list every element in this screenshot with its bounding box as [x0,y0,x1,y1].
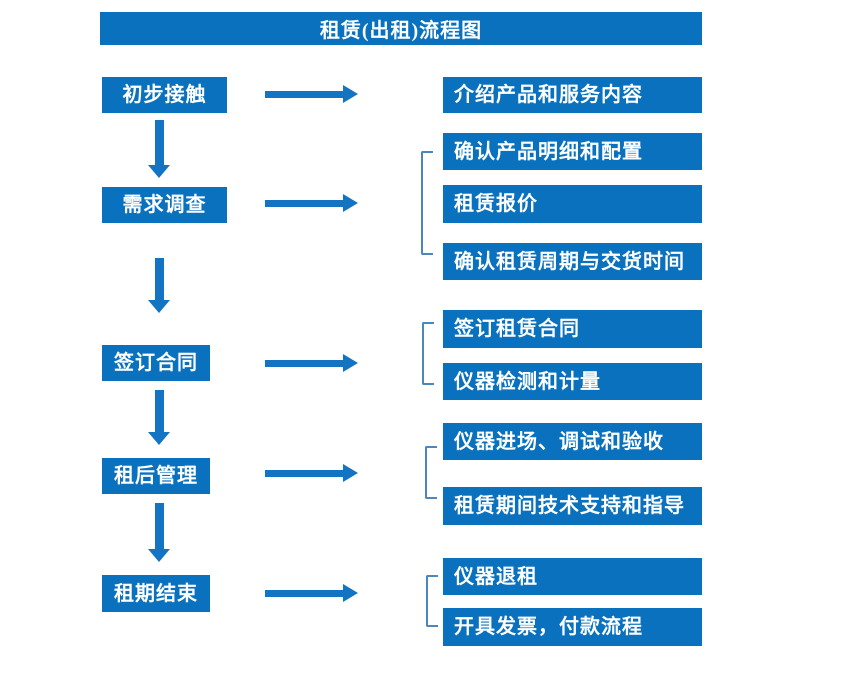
flow-detail-rental-quotation: 租赁报价 [443,185,702,223]
flow-detail-technical-support-guidance: 租赁期间技术支持和指导 [443,487,702,525]
group-bracket-rental-end [426,575,438,627]
flow-detail-introduce-products-services: 介绍产品和服务内容 [443,77,702,113]
flow-detail-confirm-rental-period-delivery: 确认租赁周期与交货时间 [443,243,702,280]
flow-step-initial-contact: 初步接触 [102,77,227,113]
arrow-down-icon [148,258,170,313]
arrow-right-icon [265,464,358,482]
flow-detail-instrument-testing-metering: 仪器检测和计量 [443,363,702,400]
flow-detail-instrument-return: 仪器退租 [443,558,702,595]
page-title: 租赁(出租)流程图 [319,20,483,42]
arrow-down-icon [148,120,170,178]
flow-step-sign-contract: 签订合同 [102,345,210,381]
title-bar: 租赁(出租)流程图 [100,12,702,45]
arrow-right-icon [265,194,358,212]
arrow-right-icon [265,354,358,372]
group-bracket-sign-contract [422,322,434,385]
flow-step-demand-survey: 需求调查 [102,187,227,223]
arrow-down-icon [148,390,170,445]
flow-detail-invoice-payment-process: 开具发票，付款流程 [443,608,702,646]
arrow-down-icon [148,503,170,562]
arrow-right-icon [265,85,358,103]
flow-detail-confirm-product-details-config: 确认产品明细和配置 [443,133,702,170]
arrow-right-icon [265,584,358,602]
group-bracket-demand-survey [421,151,433,255]
flow-detail-sign-rental-contract: 签订租赁合同 [443,310,702,348]
flow-step-rental-end: 租期结束 [102,575,210,612]
group-bracket-post-rental-management [425,446,437,499]
flow-step-post-rental-management: 租后管理 [102,458,210,494]
flow-detail-instrument-entry-debug-acceptance: 仪器进场、调试和验收 [443,423,702,460]
